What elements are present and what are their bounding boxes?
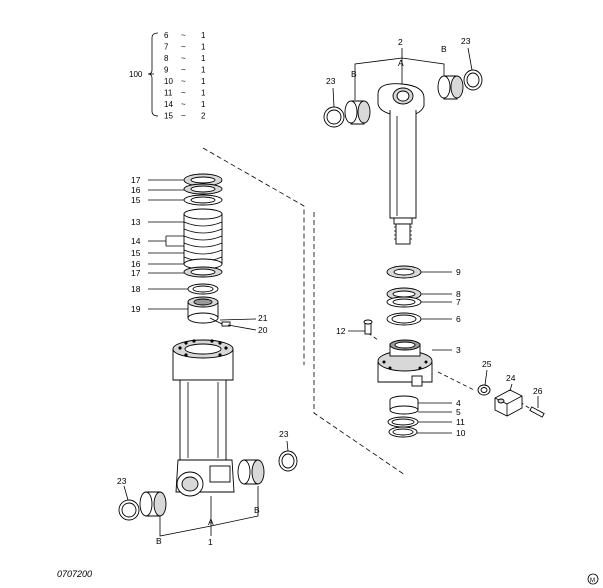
callout-11: 11 (456, 417, 465, 427)
bom-quantity: 1 (201, 54, 206, 63)
callout-12: 12 (336, 326, 346, 336)
callout-23-right-left: 23 (326, 76, 336, 86)
bom-separator: ~ (181, 43, 186, 52)
side-valve-block (477, 384, 545, 418)
callout-9: 9 (456, 267, 461, 277)
callout-15-bottom: 15 (131, 248, 141, 258)
corner-mark-letter: M (590, 578, 595, 584)
callout-17-top: 17 (131, 175, 141, 185)
callout-18: 18 (131, 284, 141, 294)
callout-15-top: 15 (131, 195, 141, 205)
callout-23-left-right: 23 (279, 429, 289, 439)
callout-23-right-right: 23 (461, 36, 471, 46)
callout-16-top: 16 (131, 185, 141, 195)
bom-part-number: 8 (164, 54, 169, 63)
callout-a-right: A (398, 58, 404, 68)
right-top-bushings (323, 69, 483, 128)
callout-10: 10 (456, 428, 466, 438)
bom-quantity: 2 (201, 112, 206, 121)
bom-separator: ~ (181, 31, 186, 40)
callout-b-left-bottom: B (156, 536, 162, 546)
corner-mark: M (587, 573, 599, 585)
callout-b-right-left: B (351, 69, 357, 79)
callout-4: 4 (456, 398, 461, 408)
callout-3: 3 (456, 345, 461, 355)
callout-a-left: A (208, 517, 214, 527)
cylinder-tube (172, 339, 235, 497)
bom-list: 100 6~17~18~19~110~111~114~115~2 (129, 31, 206, 121)
callout-21: 21 (258, 313, 268, 323)
bom-part-number: 9 (164, 66, 169, 75)
bom-part-number: 10 (164, 77, 173, 86)
bom-part-number: 14 (164, 100, 173, 109)
bom-separator: ~ (181, 100, 186, 109)
bom-assembly-number: 100 (129, 70, 143, 79)
bom-separator: ~ (181, 112, 186, 121)
callout-8: 8 (456, 289, 461, 299)
callout-13: 13 (131, 217, 141, 227)
bom-part-number: 6 (164, 31, 169, 40)
drawing-code: 0707200 (57, 569, 92, 579)
bom-part-number: 15 (164, 112, 173, 121)
bom-quantity: 1 (201, 89, 206, 98)
bom-part-number: 11 (164, 89, 173, 98)
piston-seal-stack (183, 173, 231, 327)
bom-quantity: 1 (201, 77, 206, 86)
bom-separator: ~ (181, 89, 186, 98)
callout-20: 20 (258, 325, 268, 335)
bom-quantity: 1 (201, 31, 206, 40)
bom-quantity: 1 (201, 100, 206, 109)
left-bushings (118, 450, 298, 521)
bom-separator: ~ (181, 77, 186, 86)
callout-labels: 17 16 15 13 14 15 16 17 18 19 21 20 23 2… (117, 36, 543, 547)
callout-25: 25 (482, 359, 492, 369)
leader-lines (123, 47, 539, 537)
callout-7: 7 (456, 297, 461, 307)
callout-14: 14 (131, 236, 141, 246)
callout-19: 19 (131, 304, 141, 314)
callout-6: 6 (456, 314, 461, 324)
bom-separator: ~ (181, 66, 186, 75)
callout-26: 26 (533, 386, 543, 396)
bom-quantity: 1 (201, 43, 206, 52)
callout-16-bottom: 16 (131, 259, 141, 269)
bom-quantity: 1 (201, 66, 206, 75)
callout-b-right-right: B (441, 44, 447, 54)
callout-b-left-right: B (254, 505, 260, 515)
piston-rod (377, 83, 425, 245)
rod-head-seals (363, 265, 433, 438)
callout-24: 24 (506, 373, 516, 383)
assembly-dashed-lines (202, 147, 536, 476)
callout-2: 2 (398, 37, 403, 47)
callout-17-bottom: 17 (131, 268, 141, 278)
bom-separator: ~ (181, 54, 186, 63)
callout-1: 1 (208, 537, 213, 547)
bom-part-number: 7 (164, 43, 169, 52)
callout-23-left-left: 23 (117, 476, 127, 486)
callout-5: 5 (456, 407, 461, 417)
